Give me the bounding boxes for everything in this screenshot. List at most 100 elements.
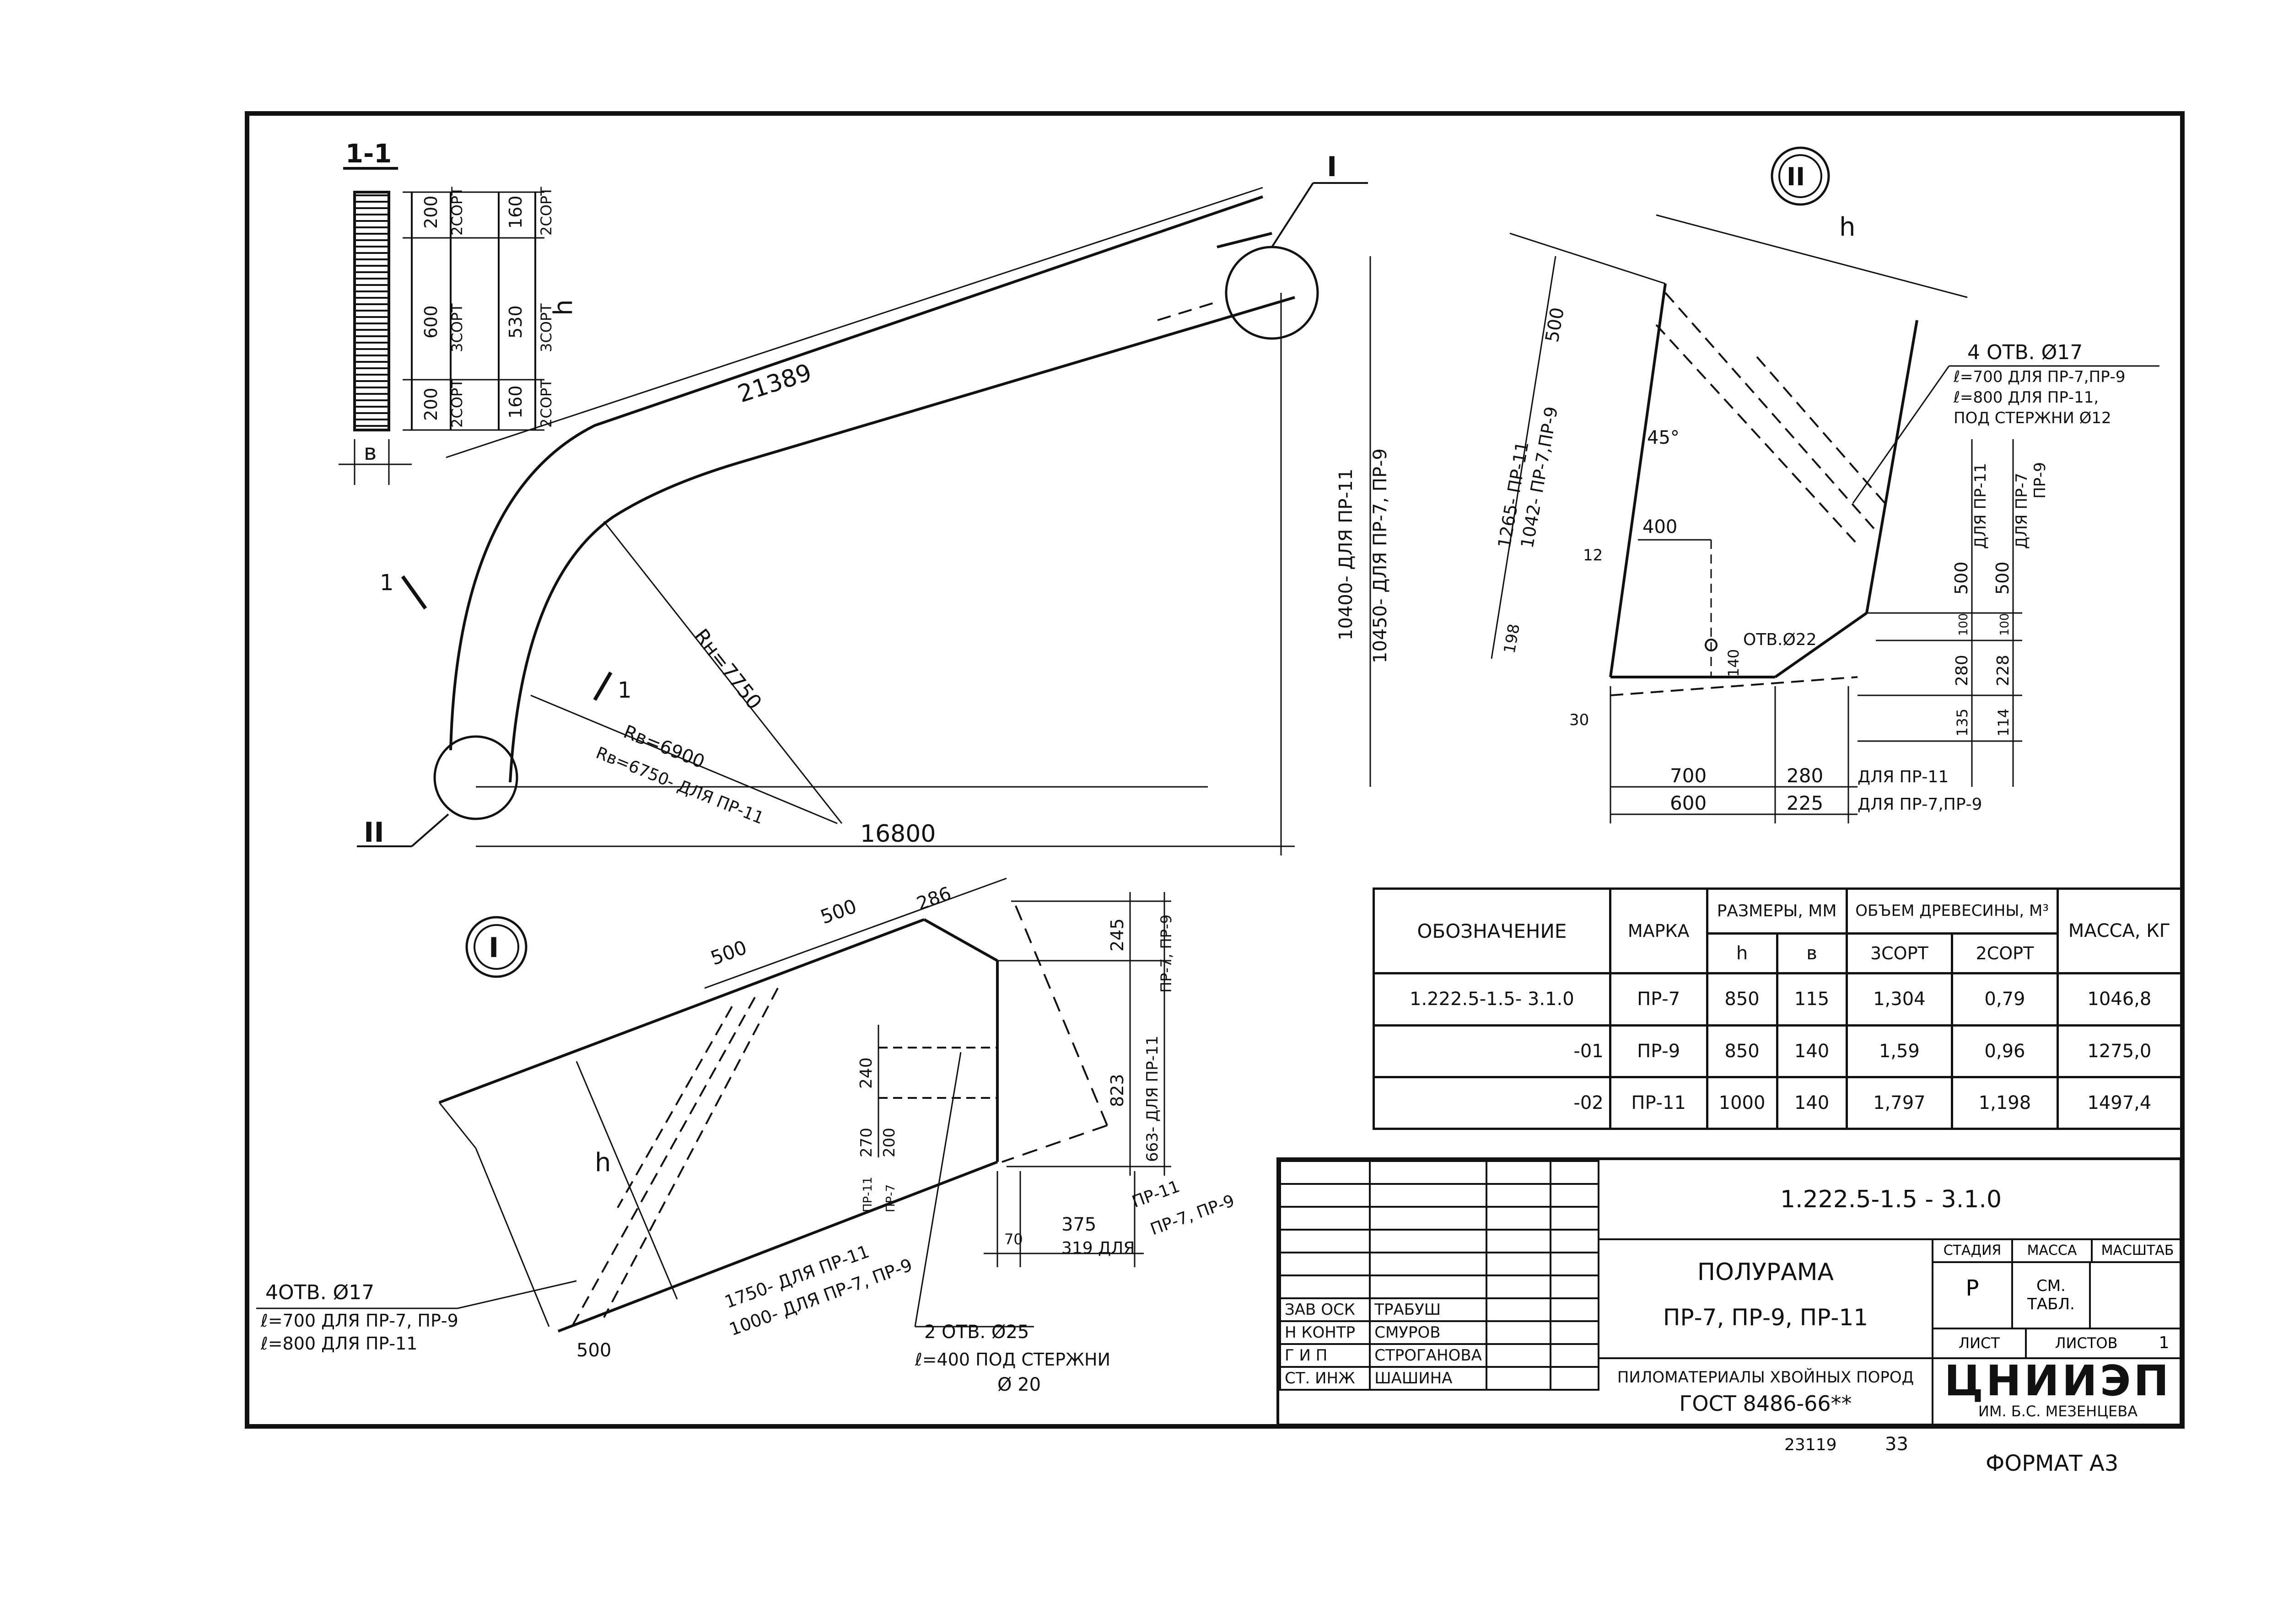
detail-II-for-pr11: ДЛЯ ПР-11 (1971, 463, 1990, 549)
frame-outer-edge (449, 195, 1263, 751)
section-col1-0: 200 (421, 195, 441, 229)
detail-I-270: 270 (857, 1128, 876, 1157)
section-hatch (353, 191, 390, 431)
section-col1-1: 600 (421, 305, 441, 339)
staff-row: Н КОНТР СМУРОВ (1279, 1320, 1600, 1345)
detail-II-holes-2: ℓ=800 ДЛЯ ПР-11, (1953, 388, 2099, 407)
spec-cell-mark: ПР-7 (1609, 972, 1708, 1027)
spec-sub-b: в (1776, 932, 1848, 975)
detail-I-for-pr11: ПР-11 (1130, 1177, 1182, 1211)
detail-I-500a: 500 (708, 936, 750, 969)
detail-I-240: 240 (857, 1057, 876, 1089)
spec-header-volume: ОБЪЕМ ДРЕВЕСИНЫ, М³ (1845, 887, 2059, 935)
drawing-name: ПОЛУРАМА (1697, 1258, 1834, 1286)
detail-II-30: 30 (1569, 711, 1589, 729)
main-elevation: I II 1 1 21389 Rн=7750 Rв=6900 Rв=6750- … (357, 151, 1391, 855)
staff-name: СМУРОВ (1369, 1320, 1487, 1345)
detail-II-400: 400 (1642, 516, 1677, 538)
section-col4-1: 3СОРТ (538, 303, 555, 352)
footer-inv: 23119 (1784, 1436, 1837, 1454)
scale-value (2091, 1263, 2182, 1328)
detail-I-title: I (489, 932, 499, 964)
detail-II-for-pr9: ПР-9 (2031, 462, 2049, 499)
spec-header-mark: МАРКА (1609, 887, 1708, 975)
detail-II-ra-1: 100 (1957, 613, 1971, 636)
frame-inner-edge (509, 296, 1295, 783)
sheets-value: 1 (2159, 1334, 2170, 1352)
detail-II-hole22: ОТВ.Ø22 (1743, 630, 1817, 649)
staff-signature (1485, 1366, 1551, 1391)
spec-cell-h: 850 (1706, 972, 1778, 1027)
spec-cell-designation: -02 (1373, 1075, 1611, 1130)
sheet-frame (245, 111, 2185, 1429)
gost-text: ГОСТ 8486-66** (1679, 1391, 1852, 1416)
spec-header-designation: ОБОЗНАЧЕНИЕ (1373, 887, 1611, 975)
spec-cell-mark: ПР-11 (1609, 1075, 1708, 1130)
detail-II-b1-2: ДЛЯ ПР-11 (1858, 768, 1949, 786)
detail-I: I h 500 500 286 500 240 270 200 ПР-11 ПР… (256, 877, 1237, 1395)
spec-header-mass: МАССА, КГ (2056, 887, 2183, 975)
detail-II-b2-2: ДЛЯ ПР-7,ПР-9 (1858, 795, 1982, 814)
spec-header-sizes: РАЗМЕРЫ, ММ (1706, 887, 1848, 935)
detail-II-rb-1: 100 (1998, 613, 2012, 636)
staff-name: ТРАБУШ (1369, 1297, 1487, 1322)
sheet-label: ЛИСТ (1933, 1329, 2027, 1357)
span-dimension: 16800 (860, 820, 936, 848)
spec-cell-b: 115 (1776, 972, 1848, 1027)
spec-sub-h: h (1706, 932, 1778, 975)
staff-role: СТ. ИНЖ (1279, 1366, 1371, 1391)
detail-I-pr11: ПР-11 (861, 1177, 875, 1212)
detail-I-500b: 500 (818, 895, 860, 928)
org-name: ЦНИИЭП (1944, 1356, 2172, 1405)
section-title: 1-1 (345, 139, 392, 169)
spec-cell-designation: -01 (1373, 1024, 1611, 1078)
staff-row: ЗАВ ОСК ТРАБУШ (1279, 1297, 1600, 1322)
detail-II-rb-0: 500 (1992, 561, 2013, 595)
section-1-1: 1-1 в h 200 600 200 2СОРТ 3СОРТ 2СОРТ 16… (339, 139, 578, 485)
detail-I-badge (465, 916, 528, 978)
drawing-marks: ПР-7, ПР-9, ПР-11 (1663, 1304, 1868, 1331)
detail-II-b1-1: 280 (1787, 764, 1823, 787)
detail-II-ra-2: 280 (1953, 655, 1971, 686)
spec-row: -01 ПР-9 850 140 1,59 0,96 1275,0 (1373, 1024, 2183, 1078)
detail-I-holes25-2: Ø 20 (997, 1374, 1041, 1395)
spec-cell-v2: 1,198 (1951, 1075, 2059, 1130)
spec-cell-v2: 0,79 (1951, 972, 2059, 1027)
detail-I-holes25-0: 2 ОТВ. Ø25 (924, 1322, 1029, 1343)
section-col1-2: 200 (421, 387, 441, 421)
overall-length: 21389 (734, 359, 815, 408)
node-II-circle (433, 735, 518, 820)
section-col4-2: 2СОРТ (538, 379, 555, 428)
detail-II-500: 500 (1542, 306, 1569, 344)
detail-I-500c: 500 (576, 1340, 611, 1361)
detail-I-375: 375 (1061, 1214, 1096, 1235)
height-pr79: 10450- ДЛЯ ПР-7, ПР-9 (1370, 448, 1391, 663)
footer-page: 33 (1885, 1434, 1908, 1455)
code-cell: 1.222.5-1.5 - 3.1.0 (1599, 1160, 2182, 1240)
material-text: ПИЛОМАТЕРИАЛЫ ХВОЙНЫХ ПОРОД (1617, 1368, 1914, 1387)
spec-cell-v3: 1,797 (1845, 1075, 1954, 1130)
spec-cell-v2: 0,96 (1951, 1024, 2059, 1078)
spec-row: 1.222.5-1.5- 3.1.0 ПР-7 850 115 1,304 0,… (1373, 972, 2183, 1027)
staff-table: ЗАВ ОСК ТРАБУШ Н КОНТР СМУРОВ Г И П СТРО… (1279, 1160, 1600, 1391)
section-mark-1b: 1 (618, 678, 632, 703)
detail-II-title: II (1787, 162, 1805, 191)
spec-cell-mass: 1497,4 (2056, 1075, 2183, 1130)
detail-II-h-top: h (1839, 212, 1856, 242)
section-col2-0: 2СОРТ (448, 187, 466, 236)
node-I-label: I (1327, 151, 1337, 183)
spec-sub-2sort: 2СОРТ (1951, 932, 2059, 975)
spec-cell-mass: 1046,8 (2056, 972, 2183, 1027)
detail-I-319: 319 ДЛЯ (1061, 1239, 1135, 1258)
staff-role: Н КОНТР (1279, 1320, 1371, 1345)
detail-II: II h 500 1265- ПР-11 1042- ПР-7,ПР-9 45°… (1491, 146, 2159, 823)
sheet-row: ЛИСТ ЛИСТОВ 1 (1933, 1329, 2182, 1359)
detail-II-140: 140 (1725, 649, 1742, 677)
spec-sub-3sort: 3СОРТ (1845, 932, 1954, 975)
detail-II-badge (1771, 146, 1830, 206)
detail-II-198: 198 (1500, 623, 1524, 655)
detail-II-rb-2: 228 (1994, 655, 2013, 686)
spec-table: ОБОЗНАЧЕНИЕ МАРКА РАЗМЕРЫ, ММ ОБЪЕМ ДРЕВ… (1373, 887, 2183, 1130)
stage-header: СТАДИЯ МАССА МАСШТАБ (1933, 1240, 2182, 1263)
